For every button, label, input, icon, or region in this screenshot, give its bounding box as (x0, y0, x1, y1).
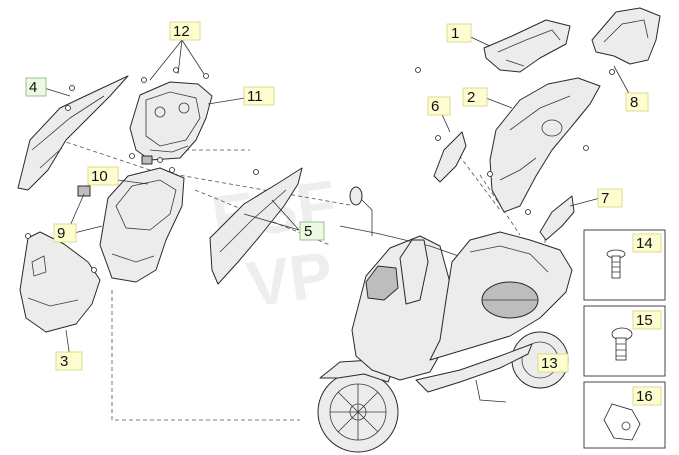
callout-10[interactable]: 10 (87, 166, 119, 186)
screw-icon (606, 249, 626, 279)
part-4-left-side-panel (17, 75, 129, 191)
svg-text:VP: VP (242, 238, 337, 321)
callout-10-label: 10 (91, 168, 108, 185)
callout-2[interactable]: 2 (462, 87, 488, 107)
fastener-screws (25, 67, 615, 273)
callout-6[interactable]: 6 (427, 96, 451, 116)
callout-13[interactable]: 13 (537, 353, 569, 373)
callout-8[interactable]: 8 (625, 92, 649, 112)
part-8-rear-bracket (591, 7, 661, 65)
part-1-rear-carrier (483, 19, 571, 73)
part-2-rear-mudguard (489, 77, 601, 213)
part-7-side-flap (539, 195, 575, 241)
callout-9[interactable]: 9 (53, 223, 77, 243)
part-9-clip (77, 185, 91, 197)
part-10-inner-shield-lower (77, 155, 185, 283)
callout-16-label: 16 (636, 388, 653, 405)
callout-15-label: 15 (636, 312, 653, 329)
part-13-scooter-assembly (317, 186, 573, 453)
kit-box-15 (583, 305, 666, 377)
callout-13-label: 13 (541, 355, 558, 372)
callout-14-label: 14 (636, 235, 653, 252)
callout-4-label: 4 (29, 79, 37, 96)
kit-box-16 (583, 381, 666, 449)
callout-11-label: 11 (247, 88, 263, 105)
part-5-side-fairing (209, 167, 303, 285)
callout-5[interactable]: 5 (299, 221, 325, 241)
callout-15[interactable]: 15 (632, 310, 662, 330)
part-6-small-cover (433, 131, 467, 183)
callout-1-label: 1 (451, 25, 459, 42)
callout-4[interactable]: 4 (25, 77, 47, 97)
callout-3-label: 3 (60, 353, 68, 370)
clip-icon (603, 403, 641, 441)
callout-14[interactable]: 14 (632, 233, 662, 253)
part-3-front-lower-cover (19, 231, 101, 333)
callout-7-label: 7 (601, 190, 609, 207)
callout-3[interactable]: 3 (55, 351, 83, 371)
callout-12[interactable]: 12 (169, 21, 201, 41)
callout-5-label: 5 (304, 223, 312, 240)
callout-8-label: 8 (630, 94, 638, 111)
screw-icon (611, 327, 633, 361)
callout-12-label: 12 (173, 23, 190, 40)
callout-6-label: 6 (431, 98, 439, 115)
callout-9-label: 9 (57, 225, 65, 242)
callout-11[interactable]: 11 (243, 86, 275, 106)
callout-2-label: 2 (467, 89, 475, 106)
callout-1[interactable]: 1 (446, 23, 472, 43)
part-11-inner-shield-upper (129, 81, 213, 161)
callout-7[interactable]: 7 (597, 188, 623, 208)
callout-16[interactable]: 16 (632, 386, 662, 406)
